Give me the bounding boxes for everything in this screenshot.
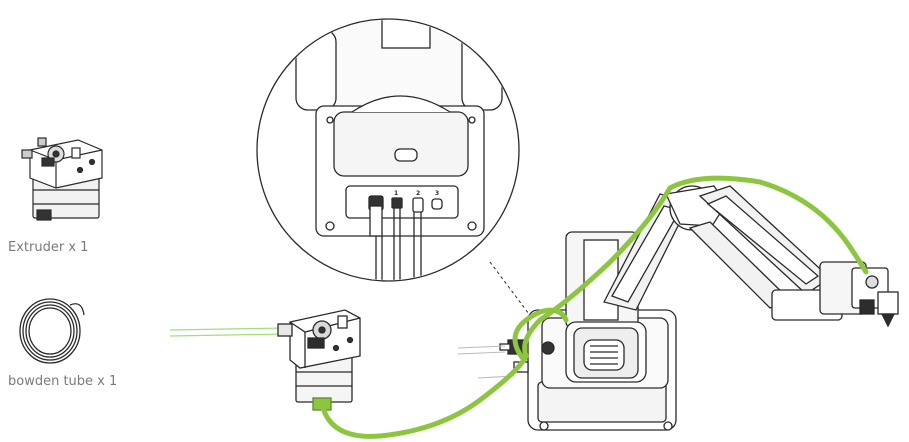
main-extruder-illustration: [277, 309, 361, 411]
base-cable-lines: [457, 345, 515, 379]
filament-guide-lines: [169, 327, 286, 337]
bowden-tube-label: bowden tube x 1: [8, 374, 117, 389]
extruder-thumbnail-icon: [21, 137, 103, 221]
port-label-3: 3: [435, 190, 439, 197]
port-label-2: 2: [416, 190, 420, 197]
magnified-port-callout: 1 2 3: [256, 18, 520, 282]
extruder-label: Extruder x 1: [8, 240, 88, 255]
port-label-1: 1: [394, 190, 398, 197]
callout-pointer-line: [489, 261, 533, 319]
bowden-tube-route: [319, 175, 869, 439]
bowden-tube-route-loop: [512, 307, 569, 363]
coiled-tube-icon: [19, 298, 85, 364]
